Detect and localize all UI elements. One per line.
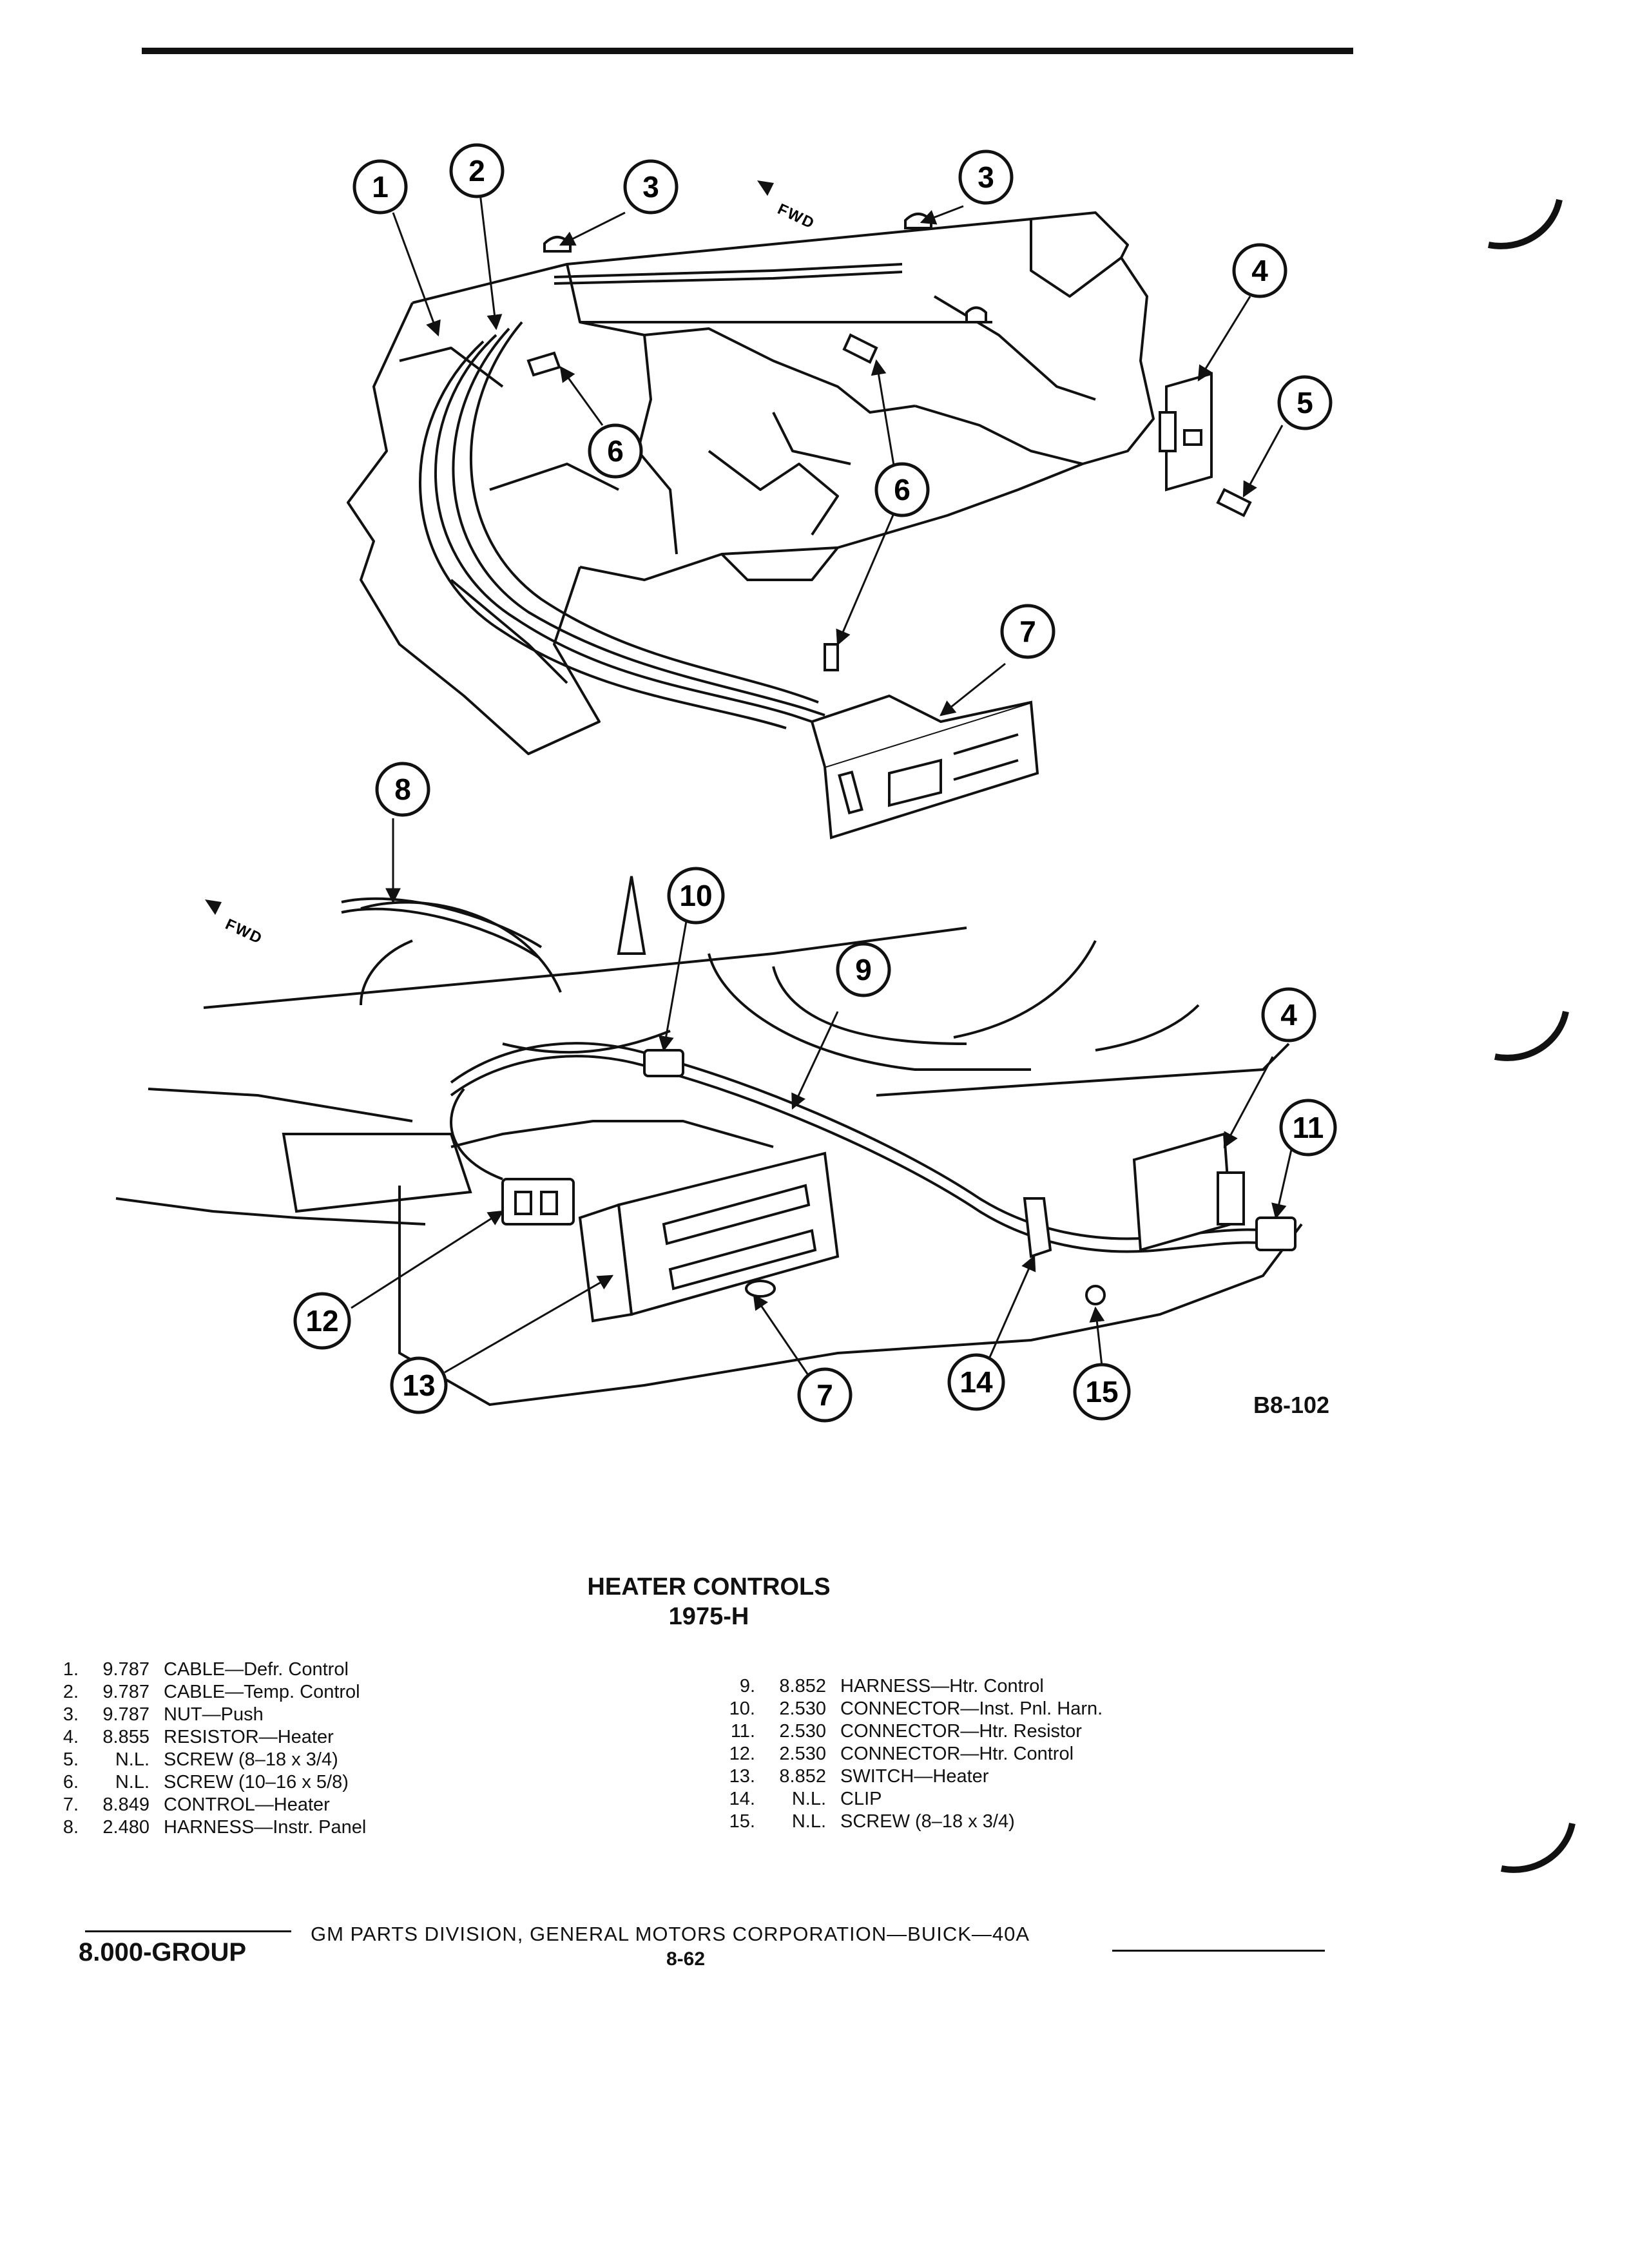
callout-12: 12 [293, 1292, 351, 1350]
binder-mark-1 [1488, 198, 1563, 249]
callout-3a: 3 [623, 159, 679, 215]
title-line-1: HEATER CONTROLS [587, 1573, 831, 1600]
fwd-arrow-lower: FWD [205, 899, 265, 948]
svg-text:FWD: FWD [775, 200, 817, 233]
svg-text:15: 15 [1085, 1375, 1118, 1408]
heater-control-upper [810, 694, 1039, 840]
legend-row: 14.N.L.CLIP [729, 1789, 882, 1809]
leader-lines [351, 193, 1293, 1386]
callout-14: 14 [947, 1353, 1005, 1411]
heater-control-lower [578, 1151, 840, 1323]
callout-15: 15 [1073, 1363, 1131, 1421]
harness-connectors [501, 1049, 1296, 1251]
fwd-arrow-upper: FWD [757, 180, 818, 233]
svg-text:14: 14 [959, 1365, 993, 1399]
legend-row: 5.N.L.SCREW (8–18 x 3/4) [63, 1749, 338, 1770]
diagram-title: HEATER CONTROLS 1975-H [0, 1572, 1418, 1631]
callout-10: 10 [667, 867, 725, 925]
instrument-panel-harness [341, 897, 543, 1006]
legend-row: 15.N.L.SCREW (8–18 x 3/4) [729, 1811, 1015, 1832]
callout-11: 11 [1279, 1099, 1337, 1157]
svg-text:11: 11 [1293, 1111, 1324, 1144]
svg-text:3: 3 [642, 170, 659, 204]
svg-text:13: 13 [402, 1369, 435, 1402]
svg-text:7: 7 [816, 1378, 833, 1412]
svg-text:4: 4 [1280, 998, 1297, 1032]
svg-text:1: 1 [372, 170, 389, 204]
footer-rule-right [1112, 1950, 1325, 1952]
heater-controls-diagram: FWD FWD 1 2 3 3 4 5 6 6 7 8 10 9 4 11 12… [115, 143, 1337, 1423]
callout-7b: 7 [797, 1367, 853, 1423]
callout-6b: 6 [874, 462, 930, 517]
lower-dash-outline [115, 876, 1303, 1407]
callout-6a: 6 [588, 423, 643, 479]
footer-rule-left [85, 1930, 291, 1932]
callout-8: 8 [375, 762, 430, 817]
svg-text:8: 8 [394, 773, 411, 806]
upper-fasteners [526, 213, 1252, 671]
svg-text:6: 6 [607, 434, 624, 468]
svg-text:5: 5 [1296, 386, 1313, 419]
title-line-2: 1975-H [668, 1603, 749, 1630]
callout-5: 5 [1277, 375, 1333, 430]
page-number: 8-62 [666, 1948, 706, 1970]
svg-text:3: 3 [978, 160, 994, 194]
svg-text:12: 12 [305, 1304, 338, 1338]
svg-text:4: 4 [1251, 254, 1268, 287]
callout-7a: 7 [1000, 604, 1055, 659]
heater-resistor-upper [1159, 372, 1213, 492]
callout-1: 1 [352, 159, 408, 215]
callout-4b: 4 [1261, 987, 1316, 1043]
callout-4a: 4 [1232, 243, 1287, 298]
svg-text:FWD: FWD [222, 916, 265, 948]
binder-mark-3 [1501, 1822, 1576, 1873]
control-cables [419, 263, 992, 729]
figure-code: B8-102 [1253, 1392, 1330, 1418]
callout-2: 2 [449, 143, 505, 198]
callout-13: 13 [390, 1356, 448, 1414]
top-rule [142, 48, 1353, 54]
binder-mark-2 [1494, 1010, 1569, 1061]
svg-text:9: 9 [855, 953, 872, 986]
svg-text:6: 6 [894, 473, 911, 506]
heater-resistor-lower [1132, 1132, 1245, 1252]
callout-3b: 3 [958, 149, 1014, 205]
legend-row: 6.N.L.SCREW (10–16 x 5/8) [63, 1772, 349, 1792]
clip-and-screw [1023, 1197, 1106, 1305]
svg-text:10: 10 [679, 879, 712, 912]
svg-text:2: 2 [468, 154, 485, 187]
footer-publisher: GM PARTS DIVISION, GENERAL MOTORS CORPOR… [311, 1923, 1030, 1945]
footer-group-label: 8.000-GROUP [79, 1938, 247, 1966]
svg-text:7: 7 [1019, 615, 1036, 648]
upper-heater-case [347, 211, 1155, 755]
callout-9: 9 [836, 942, 891, 997]
